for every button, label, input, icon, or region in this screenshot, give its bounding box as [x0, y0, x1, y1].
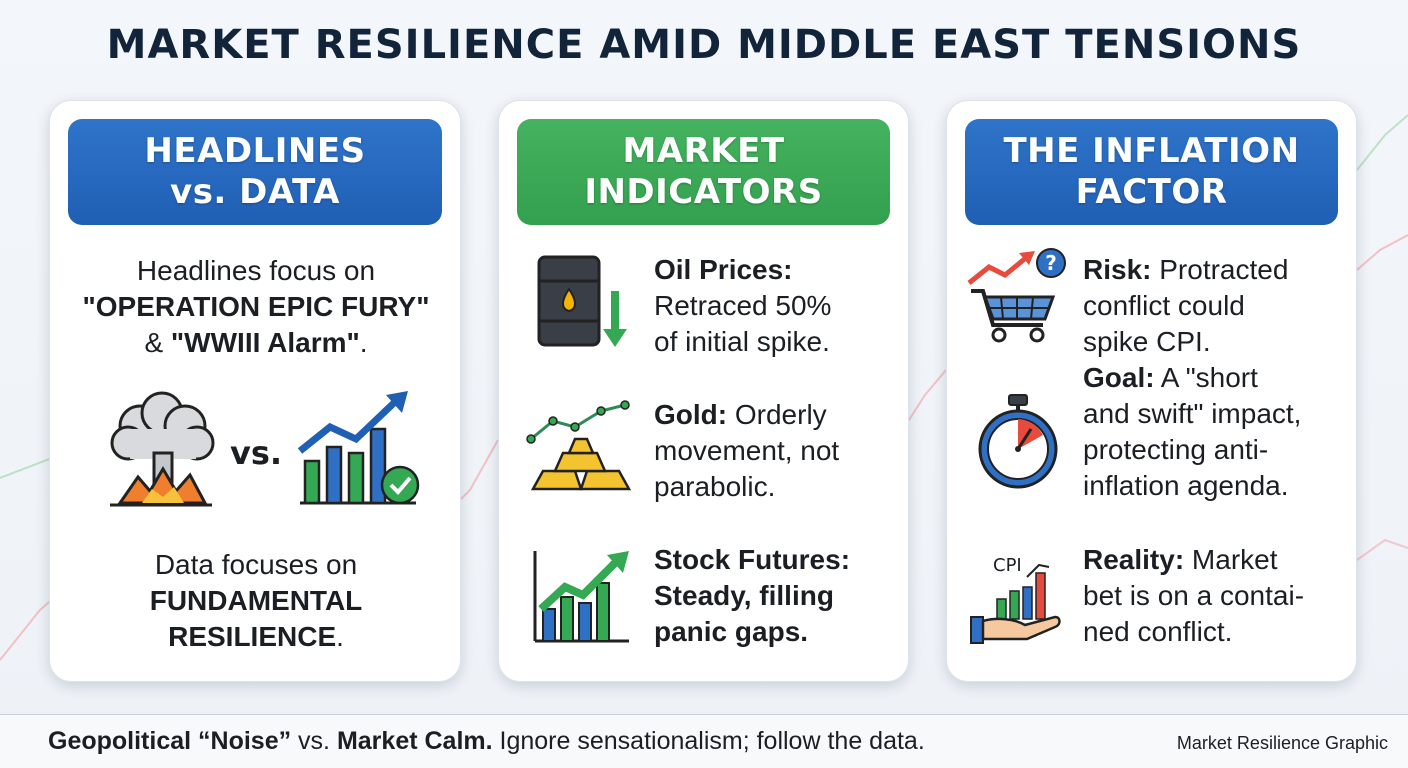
headlines-description: Headlines focus on "OPERATION EPIC FURY"… — [50, 253, 462, 361]
stock-futures-block: Stock Futures: Steady, filling panic gap… — [654, 542, 850, 650]
reality-text: Reality: Market bet is on a contai- ned … — [1083, 542, 1304, 650]
card-headlines-vs-data: HEADLINES vs. DATA Headlines focus on "O… — [49, 100, 461, 682]
shopping-cart-question-icon: ? — [967, 248, 1066, 343]
goal-line: protecting anti- — [1083, 434, 1269, 465]
goal-line: and swift" impact, — [1083, 398, 1302, 429]
oil-prices-line: Retraced 50% — [654, 290, 832, 321]
vs-label: vs. — [230, 434, 283, 472]
gold-line: parabolic. — [654, 471, 776, 502]
data-line: Data focuses on — [154, 549, 358, 580]
stock-futures-label: Stock Futures: — [654, 544, 851, 575]
risk-text: Risk: Protracted conflict could spike CP… — [1083, 252, 1301, 504]
card-heading-line: HEADLINES — [144, 131, 366, 171]
reality-line: bet is on a contai- — [1083, 580, 1305, 611]
headlines-line: & "WWIII Alarm". — [50, 325, 462, 361]
risk-label: Risk: — [1083, 254, 1152, 285]
data-description: Data focuses on FUNDAMENTAL RESILIENCE. — [50, 547, 462, 655]
card-heading: MARKET INDICATORS — [517, 119, 890, 225]
reality-line: ned conflict. — [1083, 616, 1233, 647]
oil-prices-label: Oil Prices: — [654, 254, 793, 285]
gold-text: Gold: Orderly movement, not parabolic. — [654, 397, 839, 505]
oil-prices-line: of initial spike. — [654, 326, 830, 357]
goal-line: A "short — [1154, 362, 1258, 393]
stock-futures-line: Steady, filling — [654, 580, 834, 611]
risk-line: spike CPI. — [1083, 326, 1211, 357]
footer-bold: Geopolitical “Noise” — [48, 727, 292, 755]
goal-line: inflation agenda. — [1083, 470, 1289, 501]
headlines-line: Headlines focus on — [136, 255, 376, 286]
headlines-text: . — [359, 327, 368, 358]
risk-line: conflict could — [1083, 290, 1245, 321]
card-heading: HEADLINES vs. DATA — [68, 119, 442, 225]
data-line: RESILIENCE. — [50, 619, 462, 655]
card-heading-line: THE INFLATION — [1003, 131, 1300, 171]
gold-line: movement, not — [654, 435, 840, 466]
footer-tagline: Geopolitical “Noise” vs. Market Calm. Ig… — [48, 727, 925, 756]
footer-credit: Market Resilience Graphic — [1176, 733, 1388, 753]
page-title: MARKET RESILIENCE AMID MIDDLE EAST TENSI… — [106, 22, 1302, 68]
stock-futures-line: panic gaps. — [654, 616, 809, 647]
card-market-indicators: MARKET INDICATORS Oil Prices: Retraced 5… — [498, 100, 909, 682]
rising-bar-chart-check-icon — [297, 391, 420, 505]
card-heading-line: vs. DATA — [170, 172, 340, 212]
cpi-icon-text: CPI — [993, 555, 1022, 576]
stopwatch-icon — [978, 394, 1058, 489]
card-heading: THE INFLATION FACTOR — [965, 119, 1338, 225]
footer-text: Ignore sensationalism; follow the data. — [492, 727, 925, 755]
stock-chart-up-icon — [533, 551, 629, 643]
explosion-cloud-icon — [110, 391, 215, 507]
gold-line: Orderly — [727, 399, 827, 430]
card-heading-line: MARKET — [622, 131, 785, 171]
headlines-line: "OPERATION EPIC FURY" — [82, 291, 430, 322]
goal-label: Goal: — [1083, 362, 1155, 393]
footer: Geopolitical “Noise” vs. Market Calm. Ig… — [0, 714, 1408, 768]
card-heading-line: FACTOR — [1075, 172, 1228, 212]
gold-label: Gold: — [654, 399, 728, 430]
card-inflation-factor: THE INFLATION FACTOR ? Risk: Protracted … — [946, 100, 1357, 682]
data-text: . — [336, 621, 344, 652]
svg-text:?: ? — [1045, 251, 1057, 275]
data-bold-text: RESILIENCE — [168, 621, 337, 652]
cpi-hand-chart-icon: CPI — [970, 555, 1061, 644]
risk-line: Protracted — [1151, 254, 1289, 285]
card-heading-line: INDICATORS — [584, 172, 823, 212]
headlines-vs-data-illustration — [110, 391, 420, 507]
reality-label: Reality: — [1083, 544, 1185, 575]
footer-text: vs. — [291, 727, 337, 755]
oil-barrel-down-arrow-icon — [537, 255, 627, 347]
reality-line: Market — [1184, 544, 1278, 575]
headlines-text: & — [144, 327, 171, 358]
headlines-bold-text: "WWIII Alarm" — [170, 327, 360, 358]
data-line: FUNDAMENTAL — [149, 585, 363, 616]
footer-bold: Market Calm. — [336, 727, 493, 755]
oil-prices-text: Oil Prices: Retraced 50% of initial spik… — [654, 252, 831, 360]
gold-bars-icon — [526, 400, 632, 491]
